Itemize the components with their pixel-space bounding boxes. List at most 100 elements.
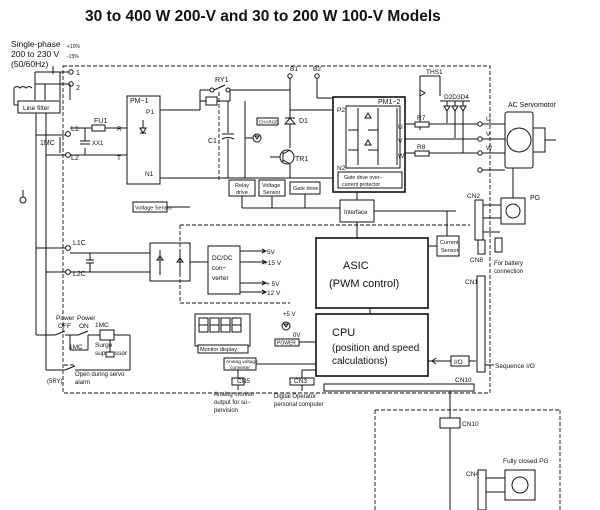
power-off-label-2: OFF <box>58 323 71 330</box>
monitor-display <box>194 313 251 347</box>
supply-12v-label: 12 V <box>267 290 281 297</box>
pm1-block <box>126 95 161 185</box>
l2-label: L2 <box>71 155 79 162</box>
cn2-connector <box>474 199 484 241</box>
mc-coil-label-bottom: 1MC <box>69 344 83 351</box>
r8-label: R8 <box>417 144 426 151</box>
analog-converter-label-1: Analog voltage <box>226 359 258 365</box>
supply-terminals: 1 2 <box>34 66 80 100</box>
cn10-extension-connector <box>439 417 461 429</box>
supply-5v-label: 5V <box>267 249 276 256</box>
supply-label-line2: 200 to 230 V <box>11 49 60 59</box>
d1-label: D1 <box>299 118 308 125</box>
io-label: I/O <box>454 359 463 366</box>
control-rectifier-block <box>149 242 191 282</box>
pg-label: PG <box>530 195 540 202</box>
drive-enclosure <box>62 65 491 394</box>
seven-segment-display-icon <box>198 317 242 333</box>
b1-label: B1 <box>290 66 298 73</box>
surge-suppressor-label-1: Surge <box>95 342 113 349</box>
n2-label: N2 <box>337 165 346 172</box>
ths1-label: THS1 <box>426 69 443 76</box>
led-5v-label: +5 V <box>283 312 296 318</box>
ths1-thermistor-icon <box>419 89 426 97</box>
fully-closed-pg-icon <box>511 476 529 494</box>
supply-15v-label: +15 V <box>264 260 282 267</box>
power-control-circuit: Power OFF Power ON 1MC 1MC Surge suppres… <box>35 248 131 386</box>
r7-resistor <box>414 121 430 128</box>
igbt-diode-icon <box>364 112 372 146</box>
servomotor-label: AC Servomotor <box>508 102 557 109</box>
cn5-label: CN5 <box>237 378 250 385</box>
terminal-2-label: 2 <box>76 85 80 92</box>
r8-resistor <box>414 150 430 157</box>
motor-shaft <box>532 127 546 153</box>
mc1-contact-label: 1MC <box>40 140 55 147</box>
current-sensor-label-2: Sensor <box>441 248 459 254</box>
dcdc-label-3: verter <box>212 275 229 282</box>
control-power-input: L1C L2C <box>35 135 150 278</box>
terminal-v-label: V <box>486 131 491 138</box>
diodes-label: D2D3D4 <box>444 94 469 101</box>
asic-label: ASIC <box>343 260 369 272</box>
battery-label-2: connection <box>494 269 523 275</box>
voltage-sensor-lower-label: Voltage Sensor <box>135 206 172 212</box>
pm1-n1-label: N1 <box>145 171 154 178</box>
terminal-w-label: W <box>486 145 493 152</box>
pg-encoder-body <box>500 197 526 225</box>
r7-label: R7 <box>417 115 426 122</box>
cpu-label: CPU <box>332 327 355 339</box>
p2-label: P2 <box>337 107 345 114</box>
l2c-label: L2C <box>73 271 86 278</box>
mc-coil-icon <box>99 329 115 341</box>
cn1-connector <box>476 275 486 373</box>
asic-block <box>315 237 429 309</box>
main-terminals: L1 L2 1MC <box>36 126 79 162</box>
gate-protector-block <box>337 171 403 189</box>
relay-drive-label-1: Relay <box>235 183 249 189</box>
gate-drive-label: Gate drive <box>293 186 318 192</box>
digital-operator-note-2: personal computer <box>274 402 324 408</box>
ry1-resistor <box>205 96 218 106</box>
inverter-v-label: V <box>398 138 403 145</box>
inverter-w-label: W <box>398 153 405 160</box>
terminal-1-label: 1 <box>76 70 80 77</box>
cn10-extension-label: CN10 <box>462 421 479 428</box>
open-during-alarm-label-2: alarm <box>75 380 90 386</box>
ry5-label: (5RY) <box>47 379 63 385</box>
analog-monitor-note-3: pervision <box>214 408 238 414</box>
xx1-label: XX1 <box>92 141 104 147</box>
dcdc-label-1: DC/DC <box>212 255 233 262</box>
cn4-label: CN4 <box>466 471 479 478</box>
fully-closed-pg-label: Fully closed PG <box>503 458 549 465</box>
l1-label: L1 <box>71 126 79 133</box>
page-title: 30 to 400 W 200-V and 30 to 200 W 100-V … <box>85 8 441 25</box>
motor-icon <box>506 127 532 153</box>
battery-connector <box>494 237 503 253</box>
sequence-io-label: Sequence I/O <box>495 363 535 370</box>
cn1-label: CN1 <box>465 279 478 286</box>
interface-label: Interface <box>344 210 368 216</box>
power-on-switch-icon <box>77 330 89 336</box>
d2-d3-d4-diode-icon <box>443 105 467 112</box>
relay-drive-label-2: drive <box>236 190 248 196</box>
current-sensor-label-1: Current <box>440 240 459 246</box>
cpu-sub-label-2: calculations) <box>332 356 388 367</box>
charge-led-icon <box>252 133 262 143</box>
filter-inductor <box>13 86 33 89</box>
cpu-block <box>315 313 429 377</box>
monitor-display-label-box <box>197 344 249 354</box>
cn8-connector <box>477 239 486 255</box>
open-during-alarm-label-1: Open during servo <box>75 372 125 378</box>
b2-label: B2 <box>313 66 321 73</box>
led-0v-label: 0V <box>293 333 300 339</box>
igbt-bridge <box>345 105 401 169</box>
pm1-r-label: R <box>117 126 122 133</box>
tr1-label: TR1 <box>295 156 308 163</box>
fuse-label: FU1 <box>94 118 107 125</box>
supply-label-line3: (50/60Hz) <box>11 59 48 69</box>
terminal-u-label: U <box>486 116 491 123</box>
battery-label-1: For battery <box>494 261 523 267</box>
mc-coil-label-top: 1MC <box>95 322 109 329</box>
